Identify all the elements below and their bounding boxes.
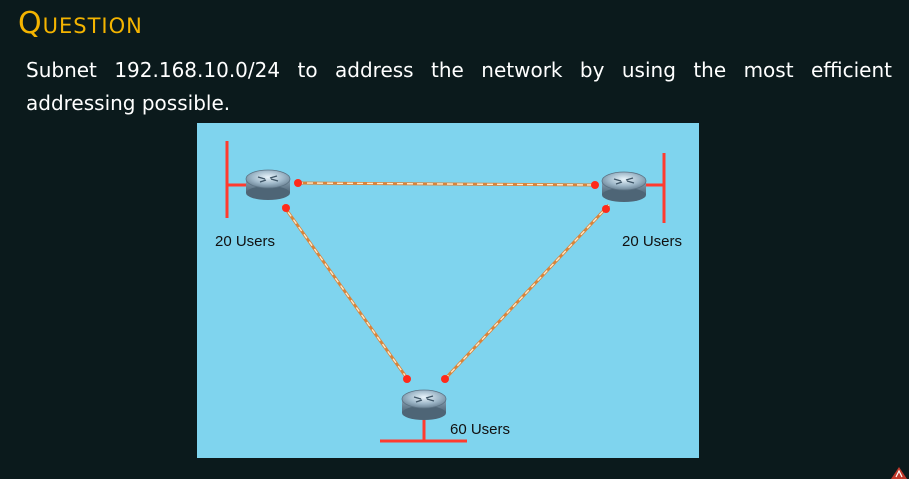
lan-left-label: 20 Users (215, 233, 276, 250)
router-icon (601, 171, 647, 202)
router-icon (401, 389, 447, 420)
interface-dots (282, 179, 610, 383)
link-right-bottom (441, 203, 611, 383)
question-text: Subnet 192.168.10.0/24 to address the ne… (26, 58, 892, 115)
pointer-cursor-icon (891, 467, 907, 479)
lan-right-label: 20 Users (622, 233, 683, 250)
link-left-bottom (281, 204, 411, 382)
network-topology (225, 141, 666, 443)
slide-title: Question (18, 6, 143, 41)
router-icon (245, 169, 291, 200)
lan-bottom-label: 60 Users (450, 421, 511, 438)
network-diagram: 20 Users 20 Users 60 Users (197, 123, 699, 458)
link-left-right (296, 181, 596, 187)
